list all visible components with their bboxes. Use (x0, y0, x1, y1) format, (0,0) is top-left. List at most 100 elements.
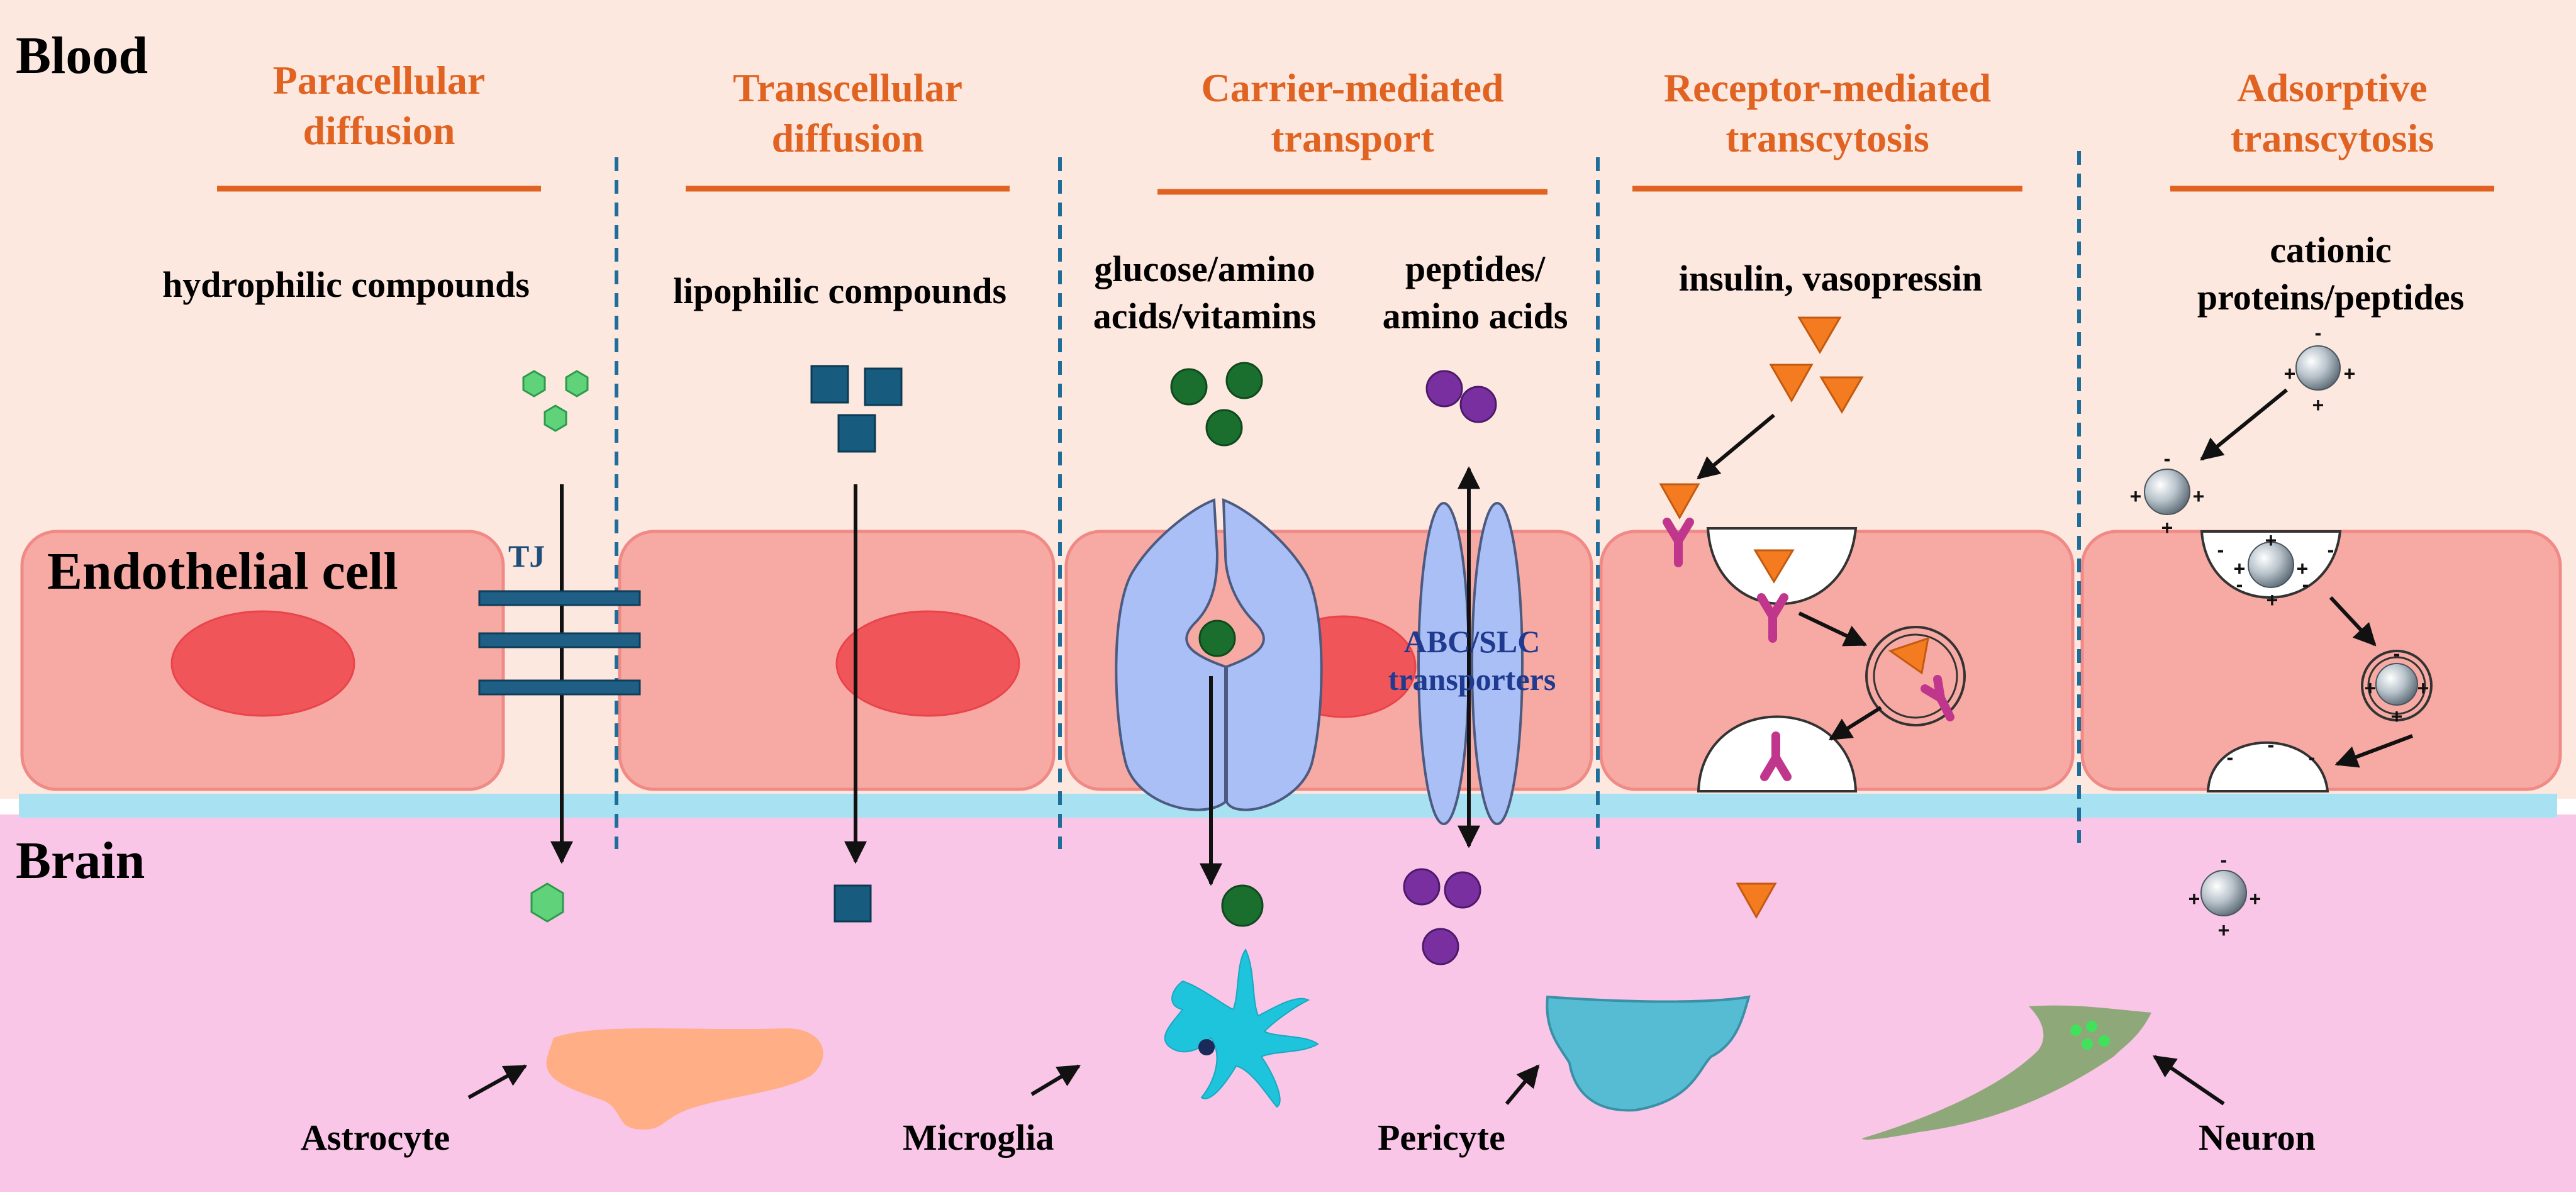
peptide-molecule-icon (1422, 928, 1459, 965)
receptor-icons (1663, 518, 1954, 781)
receptor-icon (1663, 518, 1694, 567)
brain-label: Brain (16, 831, 145, 890)
insulin-triangle-icon (1888, 636, 1929, 675)
pericyte-shape (1546, 995, 1751, 1112)
mechanism-title-line1: Receptor-mediated (1663, 65, 1992, 110)
substrate-peptides: peptides/ amino acids (1352, 245, 1598, 340)
mechanism-title-line2: diffusion (303, 108, 455, 153)
hexagon-icon (530, 882, 564, 923)
substrate-cationic: cationic proteins/peptides (2126, 226, 2535, 321)
peptide-molecule-icon (1425, 370, 1463, 408)
neuron-label: Neuron (2199, 1117, 2316, 1158)
svg-text:+: + (2188, 887, 2200, 910)
endothelial-cell-label: Endothelial cell (47, 542, 398, 601)
svg-text:+: + (2234, 557, 2246, 580)
svg-text:+: + (2265, 529, 2277, 552)
pericyte-label: Pericyte (1378, 1117, 1505, 1158)
svg-text:+: + (2161, 516, 2173, 539)
peptide-molecule-icon (1459, 386, 1497, 423)
svg-text:+: + (2284, 362, 2296, 385)
substrate-line2: amino acids (1382, 296, 1568, 337)
amt-arrows (2200, 388, 2414, 768)
abc-slc-transporter (1417, 502, 1524, 825)
svg-text:+: + (2344, 362, 2356, 385)
peptide-molecule-icon (1403, 868, 1441, 906)
svg-text:+: + (2130, 485, 2142, 508)
svg-text:+: + (2297, 557, 2309, 580)
glucose-molecule-icon (1205, 409, 1243, 447)
cationic-protein-icon (2375, 663, 2418, 706)
cationic-protein-icon (2144, 469, 2190, 515)
svg-text:+: + (2365, 677, 2377, 699)
svg-text:-: - (2164, 447, 2171, 470)
mechanism-title-line1: Paracellular (272, 58, 486, 103)
square-icon (810, 365, 849, 404)
insulin-triangle-icon (1769, 364, 1814, 403)
receptor-icon (1760, 731, 1792, 781)
glucose-icons (1170, 362, 1264, 927)
substrate-line1: cationic (2270, 230, 2392, 270)
peptide-icons (1403, 370, 1497, 965)
glucose-molecule-icon (1198, 620, 1236, 657)
insulin-triangle-icon (1736, 882, 1777, 920)
transporter-label: ABC/SLC transporters (1378, 623, 1566, 698)
mechanism-title-line2: transcytosis (1726, 116, 1929, 160)
brain-cell-arrows (467, 1055, 2225, 1106)
substrate-lipophilic: lipophilic compounds (672, 270, 1007, 311)
cationic-protein-icon (2200, 870, 2247, 916)
svg-text:+: + (2193, 485, 2205, 508)
svg-text:+: + (2218, 919, 2230, 942)
mechanism-title-line2: transcytosis (2230, 116, 2434, 160)
transporter-label-line2: transporters (1388, 662, 1556, 697)
microglia-nucleus (1198, 1039, 1215, 1055)
tight-junction-label: TJ (508, 538, 545, 574)
heading-underlines (217, 186, 2494, 195)
cationic-protein-icon (2295, 345, 2341, 391)
receptor-icon (1921, 675, 1954, 721)
hexagon-icon (522, 370, 546, 397)
insulin-triangle-icon (1819, 376, 1864, 414)
svg-text:-: - (2328, 538, 2334, 561)
svg-text:+: + (2267, 589, 2278, 611)
svg-text:+: + (2312, 394, 2324, 416)
mechanism-title-line1: Transcellular (733, 65, 962, 110)
nucleus-1 (170, 610, 355, 717)
glucose-transporter (1115, 498, 1323, 811)
lipophilic-compound-icons (810, 365, 903, 923)
nucleus-2 (835, 610, 1020, 717)
hydrophilic-compound-icons (522, 370, 589, 923)
peptide-molecule-icon (1444, 871, 1481, 909)
mechanism-title-line2: diffusion (771, 116, 924, 160)
hexagon-icon (544, 404, 567, 432)
neuron-shape (1862, 1005, 2151, 1140)
svg-text:-: - (2227, 746, 2234, 769)
square-icon (834, 884, 872, 923)
svg-text:-: - (2236, 573, 2243, 596)
microglia-shape (1164, 948, 1319, 1108)
rmt-arrows (1697, 413, 1882, 741)
svg-text:+: + (2250, 887, 2261, 910)
dividers (615, 151, 2081, 849)
astrocyte-shape (546, 1028, 823, 1130)
svg-text:-: - (2302, 573, 2309, 596)
mechanism-title-line2: transport (1271, 116, 1434, 160)
insulin-icons (1659, 316, 1929, 920)
hexagon-icon (565, 370, 589, 397)
mechanism-title-line1: Adsorptive (2237, 65, 2428, 110)
glucose-molecule-icon (1170, 368, 1208, 406)
svg-text:+: + (2391, 705, 2403, 728)
svg-text:+: + (2417, 677, 2429, 699)
svg-text:-: - (2217, 538, 2224, 561)
substrate-line1: peptides/ (1405, 248, 1546, 289)
mechanism-receptor: Receptor-mediated transcytosis (1632, 63, 2022, 164)
svg-text:-: - (2315, 321, 2322, 344)
square-icon (837, 414, 876, 453)
glucose-molecule-icon (1225, 362, 1263, 399)
mechanism-carrier: Carrier-mediated transport (1157, 63, 1547, 164)
mechanism-paracellular: Paracellular diffusion (217, 55, 541, 156)
mechanism-title-line1: Carrier-mediated (1201, 65, 1504, 110)
substrate-line2: acids/vitamins (1093, 296, 1317, 337)
insulin-triangle-icon (1797, 316, 1842, 354)
svg-text:-: - (2268, 733, 2275, 756)
